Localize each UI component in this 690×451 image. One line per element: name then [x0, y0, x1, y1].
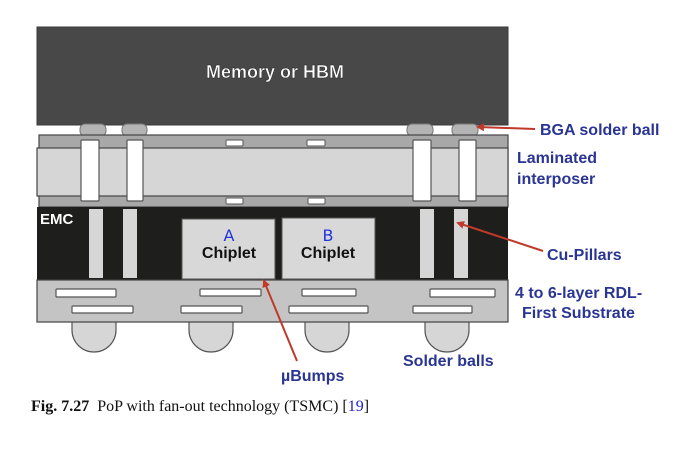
chiplet-a-label: Chiplet	[202, 245, 257, 262]
cu-pillar	[123, 209, 137, 278]
interposer-pad	[225, 139, 244, 147]
interposer-pad	[306, 139, 326, 147]
laminated-interposer	[36, 134, 509, 208]
rdl-callout-line1: 4 to 6-layer RDL-	[515, 285, 642, 302]
rdl-trace	[199, 288, 262, 297]
interposer-via	[80, 139, 100, 202]
bga-solder-balls	[79, 123, 479, 137]
interposer-callout-line1: Laminated	[517, 150, 597, 167]
cu-pillars-arrow	[456, 221, 544, 252]
caption-text: PoP with fan-out technology (TSMC) [	[97, 398, 348, 415]
interposer-via	[458, 139, 477, 202]
chiplet-b-letter: B	[323, 226, 334, 245]
rdl-trace	[71, 305, 134, 314]
rdl-trace	[55, 288, 117, 298]
rdl-trace	[301, 288, 357, 297]
solder-balls-callout-label: Solder balls	[403, 353, 494, 370]
ubumps-arrow	[262, 279, 298, 362]
rdl-trace	[288, 305, 369, 314]
interposer-pad	[225, 197, 244, 205]
interposer-via	[126, 139, 144, 202]
figure-number: Fig. 7.27	[31, 398, 90, 415]
cu-pillar	[420, 209, 434, 278]
bga-ball	[406, 123, 434, 137]
chiplet-a-letter: A	[224, 226, 235, 245]
ubumps-callout-label: µBumps	[281, 368, 345, 385]
bga-ball	[79, 123, 107, 137]
bottom-solder-balls	[71, 322, 470, 353]
solder-ball	[424, 322, 470, 353]
cu-pillar	[89, 209, 103, 278]
solder-ball	[71, 322, 117, 353]
bga-ball	[121, 123, 148, 137]
emc-label: EMC	[40, 211, 74, 228]
memory-label: Memory or HBM	[206, 62, 344, 82]
solder-ball	[304, 322, 350, 353]
citation-link[interactable]: 19	[347, 398, 364, 415]
rdl-trace	[429, 288, 496, 298]
rdl-trace	[412, 305, 473, 314]
chiplet-a: A Chiplet	[181, 218, 276, 280]
rdl-trace	[180, 305, 243, 314]
figure-caption: Fig. 7.27 PoP with fan-out technology (TS…	[31, 398, 369, 416]
interposer-pad	[307, 197, 326, 205]
interposer-via	[412, 139, 432, 202]
bga-arrow	[476, 123, 536, 132]
bga-ball	[451, 123, 479, 137]
cu-pillar	[454, 209, 468, 278]
solder-ball	[188, 322, 234, 353]
memory-hbm-block	[36, 26, 509, 126]
cu-pillars-callout-label: Cu-Pillars	[547, 247, 622, 264]
interposer-callout-line2: interposer	[517, 171, 595, 188]
bga-callout-label: BGA solder ball	[540, 122, 659, 139]
chiplet-b: B Chiplet	[281, 217, 376, 280]
chiplet-b-label: Chiplet	[301, 245, 356, 262]
rdl-callout-line2: First Substrate	[522, 305, 635, 322]
caption-close: ]	[363, 398, 370, 415]
